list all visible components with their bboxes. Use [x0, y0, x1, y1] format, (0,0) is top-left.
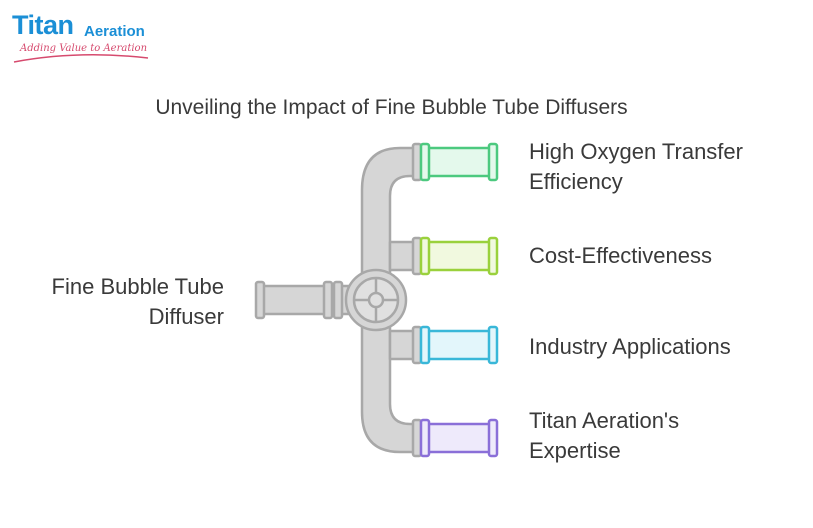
- branch-flange-outer: [487, 325, 499, 365]
- branch-label-line: Cost-Effectiveness: [529, 243, 713, 268]
- logo-tagline: Adding Value to Aeration: [20, 43, 148, 54]
- logo-name-titan: Titan: [12, 10, 74, 40]
- branch-flange-inner: [419, 325, 431, 365]
- source-label-line-1: Fine Bubble Tube: [51, 274, 224, 299]
- branch-flange-inner: [419, 236, 431, 276]
- branch-label-line: Industry Applications: [529, 334, 731, 359]
- branch-label-oxygen-transfer: High Oxygen Transfer Efficiency: [529, 137, 743, 197]
- junction-valve-icon: [344, 268, 408, 332]
- titan-aeration-logo: Titan Aeration Adding Value to Aeration: [8, 6, 158, 68]
- inlet-flange-end: [254, 280, 266, 320]
- branch-flange-outer: [487, 418, 499, 458]
- logo-name-aeration: Aeration: [84, 23, 145, 40]
- branch-flange-outer: [487, 236, 499, 276]
- branch-label-line: Expertise: [529, 438, 621, 463]
- inlet-flange-a: [322, 280, 334, 320]
- branch-label-titan-expertise: Titan Aeration's Expertise: [529, 406, 679, 466]
- source-label-line-2: Diffuser: [148, 304, 224, 329]
- branch-label-cost-effectiveness: Cost-Effectiveness: [529, 241, 712, 271]
- branch-flange-outer: [487, 142, 499, 182]
- branch-tube: [424, 422, 492, 454]
- branch-flange-inner: [419, 142, 431, 182]
- pipe-network: [254, 146, 418, 454]
- branch-label-line: Titan Aeration's: [529, 408, 680, 433]
- branch-outlet-industry-applications: [411, 325, 499, 365]
- branch-label-line: Efficiency: [529, 169, 623, 194]
- branch-tube: [424, 240, 492, 272]
- branch-tube: [424, 329, 492, 361]
- branch-flange-inner: [419, 418, 431, 458]
- branch-outlet-oxygen-transfer: [411, 142, 499, 182]
- branch-pipes: [411, 142, 499, 458]
- logo-swoosh-icon: [13, 54, 149, 63]
- branch-label-industry-applications: Industry Applications: [529, 332, 731, 362]
- diagram-title: Unveiling the Impact of Fine Bubble Tube…: [155, 96, 628, 119]
- branch-outlet-cost-effectiveness: [411, 236, 499, 276]
- branch-label-line: High Oxygen Transfer: [529, 139, 743, 164]
- branch-tube: [424, 146, 492, 178]
- inlet-flange-b: [332, 280, 344, 320]
- source-label: Fine Bubble Tube Diffuser: [0, 272, 224, 332]
- branch-outlet-titan-expertise: [411, 418, 499, 458]
